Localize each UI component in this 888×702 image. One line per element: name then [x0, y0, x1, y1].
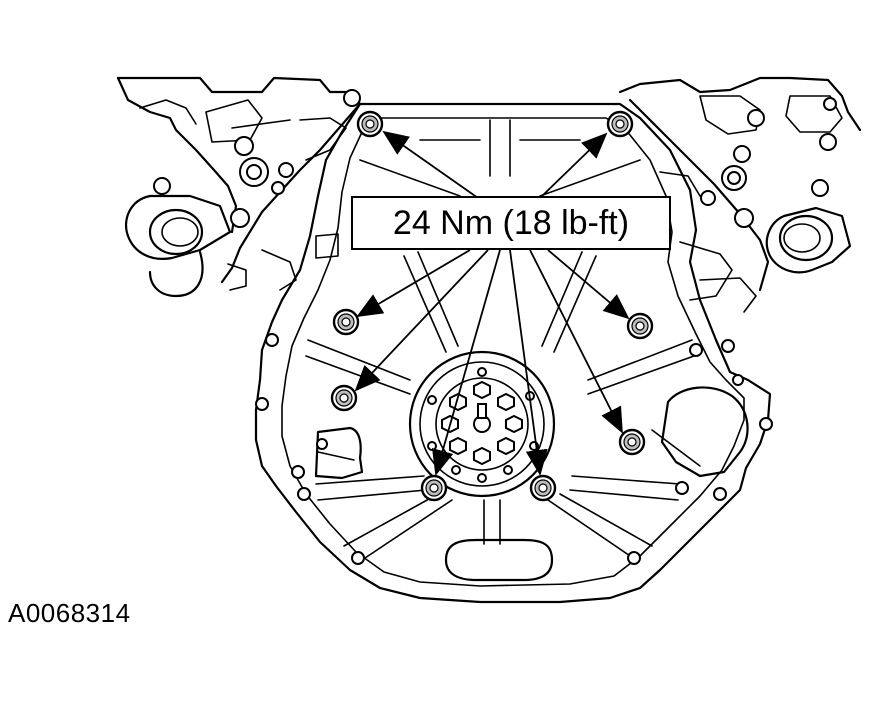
arrow-upper-right [547, 249, 630, 320]
torque-spec-callout: 24 Nm (18 lb-ft) [351, 196, 671, 250]
arrow-mid-right [529, 249, 623, 434]
bolt-top-left [356, 110, 384, 138]
engine-block-left [116, 76, 362, 298]
callout-arrows [354, 130, 630, 476]
flexplate [408, 350, 556, 498]
engine-block-right [618, 76, 862, 313]
bolt-bottom-left [420, 474, 448, 502]
bolt-top-right [606, 110, 634, 138]
arrow-top-right [539, 132, 608, 199]
arrow-top-left [382, 130, 479, 199]
arrow-upper-left [356, 249, 471, 318]
torque-spec-label: 24 Nm (18 lb-ft) [392, 203, 630, 242]
arrow-bottom-left [432, 249, 501, 476]
adapter-plate [254, 102, 773, 604]
bolt-mid-left [330, 384, 358, 412]
bolt-upper-right [626, 312, 654, 340]
arrow-bottom-right [509, 249, 548, 476]
bolt-bottom-right [529, 474, 557, 502]
arrow-mid-left [354, 249, 489, 392]
bolt-mid-right [618, 428, 646, 456]
bolt-upper-left [332, 308, 360, 336]
figure-id-label: A0068314 [8, 598, 131, 628]
